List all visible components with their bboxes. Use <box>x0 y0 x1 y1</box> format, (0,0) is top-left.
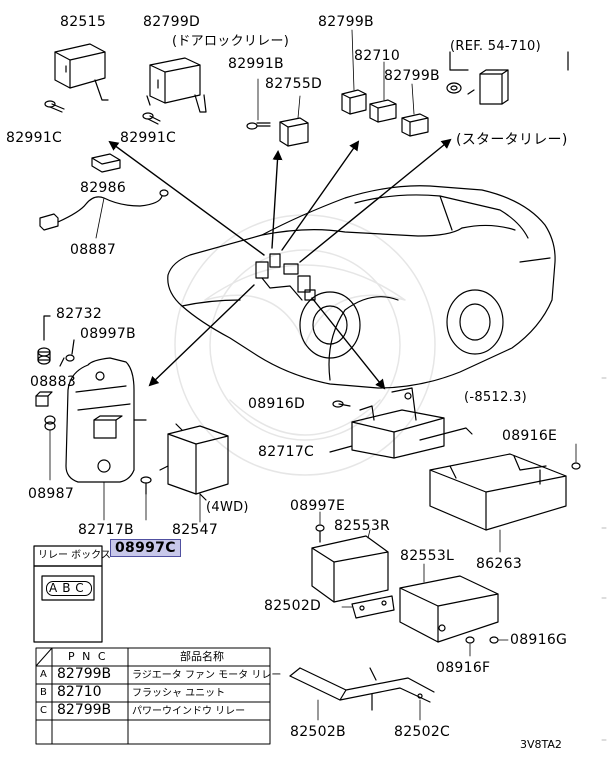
relay-box-panel <box>33 545 103 643</box>
bracket-82717b <box>65 357 147 521</box>
bolt-08997c <box>140 476 152 521</box>
label-82502d: 82502D <box>264 598 322 614</box>
nut-08987 <box>44 415 56 481</box>
label-ref-54710: (REF. 54-710) <box>450 39 541 54</box>
label-door-lock-relay: (ドアロックリレー) <box>172 34 290 49</box>
unit-82547 <box>159 423 229 523</box>
table-row-b-pnc: 82710 <box>57 684 102 700</box>
label-82732: 82732 <box>56 306 103 322</box>
connector-82986 <box>91 153 121 173</box>
harness-08887 <box>39 189 169 239</box>
table-header-name: 部品名称 <box>180 650 224 663</box>
bracket-82717c <box>329 387 473 459</box>
table-row-b-name: フラッシャ ユニット <box>132 688 226 699</box>
bolt-08916g <box>489 636 509 644</box>
label-82717b: 82717B <box>78 522 134 538</box>
label-82502b: 82502B <box>290 724 346 740</box>
bolt-08997b <box>59 339 75 367</box>
tray-86263 <box>429 453 567 553</box>
label-08916f: 08916F <box>436 660 491 676</box>
relay-box-title: リレー ボックス <box>38 550 111 561</box>
label-08916g: 08916G <box>510 632 568 648</box>
cover-82553l <box>399 563 499 643</box>
table-row-c-pnc: 82799B <box>57 702 112 718</box>
label-82991c-left: 82991C <box>6 130 63 146</box>
bolt-08916f <box>465 636 475 657</box>
callout-arrows <box>108 138 452 390</box>
label-82515: 82515 <box>60 14 107 30</box>
relay-82755d <box>279 95 309 147</box>
label-82799d: 82799D <box>143 14 201 30</box>
label-82755d: 82755D <box>265 76 323 92</box>
label-82717c: 82717C <box>258 444 315 460</box>
watermark-emblem <box>174 214 436 476</box>
table-row-a-pnc: 82799B <box>57 666 112 682</box>
bracket-82502d <box>341 595 395 619</box>
label-4wd: (4WD) <box>206 500 249 515</box>
relay-starter <box>446 51 569 105</box>
table-header-pnc: P N C <box>68 650 108 663</box>
bolt-82991c-left <box>44 100 65 113</box>
table-row-a-name: ラジエータ ファン モータ リレー <box>132 670 282 681</box>
car-relay-cluster <box>255 253 316 301</box>
label-82547: 82547 <box>172 522 219 538</box>
diagram-code: 3V8TA2 <box>520 738 562 751</box>
label-08997b: 08997B <box>80 326 136 342</box>
label-82799b-right: 82799B <box>384 68 440 84</box>
bolt-08916e <box>571 443 581 470</box>
relay-82799d <box>146 57 207 113</box>
table-row-c-name: パワーウインドウ リレー <box>132 706 246 717</box>
clip-08883 <box>35 391 53 407</box>
label-08997c-highlighted: 08997C <box>110 539 181 557</box>
label-08997e: 08997E <box>290 498 346 514</box>
label-08916d: 08916D <box>248 396 306 412</box>
label-82991b: 82991B <box>228 56 284 72</box>
bolt-08916d <box>332 400 344 408</box>
relay-slot-c: C <box>75 581 89 595</box>
table-row-c-slot: C <box>40 705 47 716</box>
label-82553r: 82553R <box>334 518 391 534</box>
relay-slot-a: A <box>49 581 63 595</box>
bolt-82991c-mid <box>142 112 161 125</box>
label-86263: 86263 <box>476 556 523 572</box>
label-82991c-mid: 82991C <box>120 130 177 146</box>
label-range-8512: (-8512.3) <box>464 390 528 405</box>
label-08887: 08887 <box>70 242 117 258</box>
label-82986: 82986 <box>80 180 127 196</box>
table-row-b-slot: B <box>40 687 47 698</box>
label-82799b-top: 82799B <box>318 14 374 30</box>
parts-table-grid <box>35 647 271 745</box>
label-08883: 08883 <box>30 374 77 390</box>
label-82553l: 82553L <box>400 548 455 564</box>
label-82502c: 82502C <box>394 724 451 740</box>
grommet-82732 <box>37 315 51 365</box>
car-body-illustration <box>167 185 556 389</box>
cover-82553r <box>311 529 389 603</box>
label-starter-relay: (スタータリレー) <box>456 132 568 148</box>
bolt-08997e <box>315 511 325 543</box>
relay-82515 <box>54 43 109 101</box>
label-82710-top: 82710 <box>354 48 401 64</box>
label-08916e: 08916E <box>502 428 558 444</box>
table-row-a-slot: A <box>40 669 47 680</box>
relay-group-82710 <box>341 29 429 137</box>
bracket-82502b <box>289 667 435 721</box>
label-08987: 08987 <box>28 486 75 502</box>
relay-box-slots: ABC <box>46 581 92 596</box>
relay-slot-b: B <box>62 581 76 595</box>
bolt-82991b <box>246 78 271 130</box>
